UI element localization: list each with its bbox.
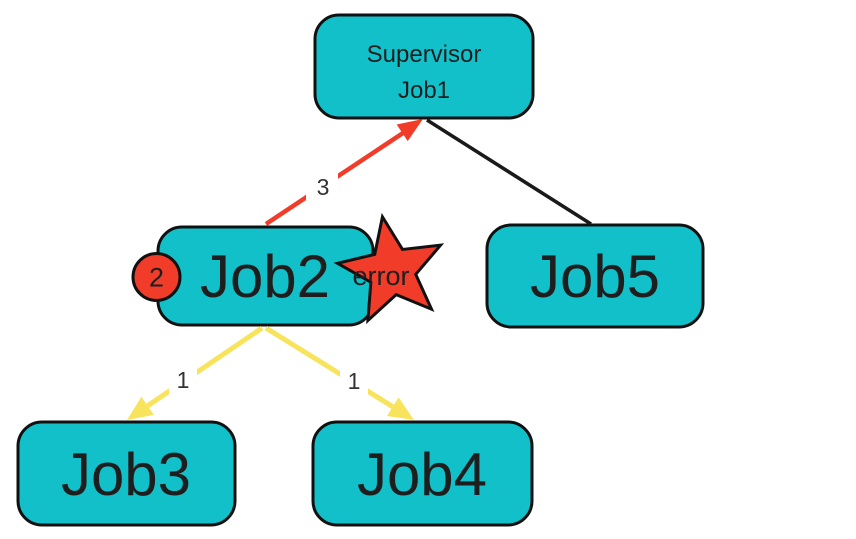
node-job3: Job3 <box>16 420 237 527</box>
node-supervisor-job1-label-line1: Supervisor <box>367 41 482 68</box>
job2-retry-badge: 2 <box>131 252 182 302</box>
edge-job2-job3-label-background <box>169 364 197 394</box>
job2-retry-badge-circle <box>131 252 182 302</box>
edge-job2-job3-label: 1 <box>177 367 190 393</box>
node-job2-label: Job2 <box>200 243 330 310</box>
edge-job1-job5 <box>426 118 592 226</box>
node-job3-label: Job3 <box>61 441 191 508</box>
edge-job2-job1-label-background <box>306 170 338 200</box>
edge-job2-job3-line <box>146 325 264 408</box>
node-job3-box <box>16 420 237 527</box>
node-job4-label: Job4 <box>357 441 487 508</box>
node-supervisor-job1-box <box>313 13 535 120</box>
edge-job2-job1: 3 <box>264 119 423 226</box>
edge-job1-job5-line <box>426 118 592 226</box>
edge-job2-job4-label: 1 <box>348 368 361 394</box>
edge-job2-job4: 1 <box>264 325 414 420</box>
job2-error-label: error <box>352 261 409 291</box>
edge-job2-job4-line <box>264 325 395 409</box>
edge-job2-job3-arrowhead-icon <box>127 396 154 420</box>
edge-job2-job1-arrowhead-icon <box>396 119 423 142</box>
node-job2: Job2 <box>156 225 375 327</box>
node-job4: Job4 <box>311 420 534 527</box>
edge-job2-job4-arrowhead-icon <box>387 397 414 420</box>
node-supervisor-job1: Supervisor Job1 <box>313 13 535 120</box>
node-job5-label: Job5 <box>530 243 660 310</box>
node-job5: Job5 <box>485 223 705 329</box>
job2-error-star: error <box>333 212 445 325</box>
node-job4-box <box>311 420 534 527</box>
error-star-icon <box>333 212 445 325</box>
node-supervisor-job1-label-line2: Job1 <box>398 77 450 104</box>
edge-job2-job1-label: 3 <box>317 174 330 200</box>
edge-job2-job3: 1 <box>127 325 264 420</box>
node-job5-box <box>485 223 705 329</box>
job2-retry-badge-count: 2 <box>149 263 164 293</box>
edge-job2-job4-label-background <box>340 365 368 395</box>
